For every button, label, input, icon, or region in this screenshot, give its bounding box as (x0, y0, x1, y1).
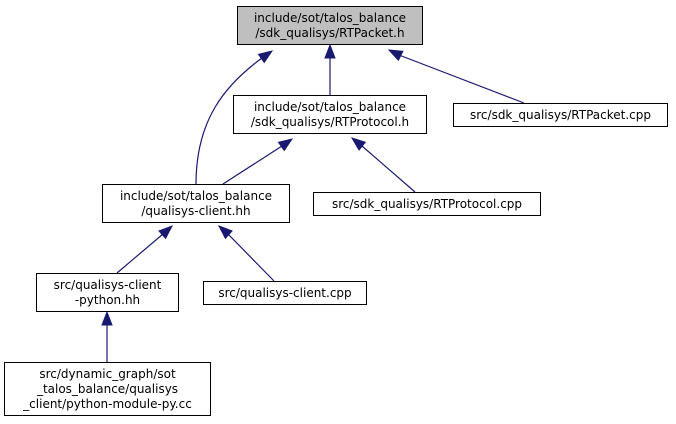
arrowhead-qualisys_client_python_hh-to-qualisys_client_hh (158, 225, 174, 240)
node-label-line: src/sdk_qualisys/RTProtocol.cpp (331, 196, 523, 211)
arrowhead-qualisys_client_cpp-to-qualisys_client_hh (217, 225, 233, 240)
node-label-line: /sdk_qualisys/RTPacket.h (255, 25, 405, 40)
node-qualisys-client-python-hh[interactable]: src/qualisys-client -python.hh (36, 273, 179, 312)
node-label-line: src/dynamic_graph/sot (39, 366, 176, 381)
node-label-line: src/qualisys-client.cpp (218, 285, 352, 300)
arrowhead-python_module_py_cc-to-qualisys_client_python_hh (101, 310, 113, 326)
edge-rtprotocol_cpp-to-rtprotocol_h (361, 145, 416, 193)
node-label-line: /sdk_qualisys/RTProtocol.h (250, 114, 410, 129)
node-qualisys-client-cpp[interactable]: src/qualisys-client.cpp (203, 281, 367, 305)
node-label-line: /qualisys-client.hh (141, 203, 251, 218)
node-label-line: -python.hh (74, 292, 141, 307)
arrowhead-rtpacket_cpp-to-rtpacket_h (387, 49, 404, 62)
edge-qualisys_client_hh-to-rtpacket_h (195, 57, 263, 185)
node-qualisys-client-hh[interactable]: include/sot/talos_balance /qualisys-clie… (102, 184, 290, 223)
node-label-line: src/qualisys-client (53, 277, 162, 292)
node-rtprotocol-cpp[interactable]: src/sdk_qualisys/RTProtocol.cpp (313, 192, 541, 216)
node-rtprotocol-h[interactable]: include/sot/talos_balance /sdk_qualisys/… (233, 95, 427, 134)
edge-qualisys_client_python_hh-to-qualisys_client_hh (116, 233, 164, 274)
node-python-module-py-cc[interactable]: src/dynamic_graph/sot _talos_balance/qua… (4, 362, 211, 416)
node-label-line: _talos_balance/qualisys (36, 381, 179, 396)
node-label-line: include/sot/talos_balance (119, 188, 273, 203)
arrowhead-qualisys_client_hh-to-rtprotocol_h (277, 138, 294, 152)
node-rtpacket-cpp[interactable]: src/sdk_qualisys/RTPacket.cpp (453, 103, 668, 127)
edge-rtpacket_cpp-to-rtpacket_h (398, 54, 525, 104)
node-rtpacket-h: include/sot/talos_balance /sdk_qualisys/… (237, 6, 423, 45)
edge-qualisys_client_cpp-to-qualisys_client_hh (227, 233, 275, 282)
node-label-line: include/sot/talos_balance (253, 99, 407, 114)
node-label-line: _client/python-module-py.cc (23, 396, 192, 411)
node-label-line: src/sdk_qualisys/RTPacket.cpp (470, 107, 651, 122)
node-label-line: include/sot/talos_balance (253, 10, 407, 25)
arrowhead-rtprotocol_cpp-to-rtprotocol_h (350, 137, 367, 151)
arrowhead-rtprotocol_h-to-rtpacket_h (324, 43, 336, 59)
arrowhead-qualisys_client_hh-to-rtpacket_h (257, 50, 274, 64)
edge-qualisys_client_hh-to-rtprotocol_h (222, 145, 283, 185)
